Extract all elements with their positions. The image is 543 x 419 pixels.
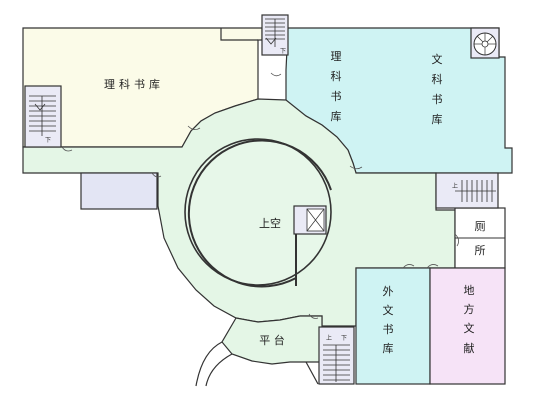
liberal-arts-stacks-label: 文 科 书 库	[432, 52, 443, 126]
outer-curve-wall	[195, 341, 223, 387]
local-docs-label: 地 方 文 献	[464, 284, 475, 355]
lilac-block	[80, 172, 158, 210]
atrium-void	[184, 138, 332, 286]
stair-left-treads	[29, 95, 56, 136]
stair-right-up-mark: 上	[452, 182, 458, 190]
svg-text:库: 库	[331, 110, 342, 123]
svg-text:库: 库	[383, 342, 394, 355]
science-stacks-label: 理科书库	[104, 77, 164, 91]
svg-text:外: 外	[383, 285, 394, 298]
stair-bottom-down-mark: 下	[341, 335, 347, 342]
stair-top-down-mark: 下	[280, 48, 286, 55]
stair-left-down-mark: 下	[45, 137, 51, 144]
atrium-guard-wall	[187, 139, 332, 288]
stair-top-treads	[265, 18, 285, 47]
svg-text:库: 库	[432, 113, 443, 126]
stair-bottom-treads	[323, 344, 350, 382]
foreign-stacks-label: 外 文 书 库	[383, 285, 394, 355]
svg-text:文: 文	[464, 321, 475, 335]
svg-text:科: 科	[331, 69, 342, 83]
svg-text:科: 科	[432, 72, 443, 86]
stair-bottom	[318, 326, 355, 385]
terrace-label: 平 台	[259, 333, 285, 347]
atrium-void-label: 上空	[259, 216, 281, 230]
stair-right-treads	[455, 180, 496, 202]
stair-bottom-up-mark: 上	[326, 334, 332, 342]
svg-text:文: 文	[383, 303, 394, 317]
local-docs-area	[429, 267, 506, 385]
foreign-stacks-area	[355, 267, 431, 385]
svg-text:理: 理	[331, 50, 342, 63]
svg-text:书: 书	[432, 93, 443, 106]
svg-text:文: 文	[432, 52, 443, 66]
svg-text:献: 献	[464, 341, 475, 355]
toilet-label: 厕 所	[475, 220, 486, 257]
svg-text:书: 书	[383, 323, 394, 336]
stair-left	[24, 85, 62, 148]
wall-notch	[220, 28, 258, 41]
svg-text:书: 书	[331, 90, 342, 103]
outer-curve-wall-2	[205, 353, 233, 387]
svg-text:地: 地	[464, 284, 475, 297]
science-stacks-vertical-label: 理 科 书 库	[331, 50, 342, 123]
svg-text:厕: 厕	[475, 220, 486, 233]
svg-text:方: 方	[464, 302, 475, 316]
door-swings	[61, 72, 459, 319]
svg-text:所: 所	[475, 244, 486, 257]
